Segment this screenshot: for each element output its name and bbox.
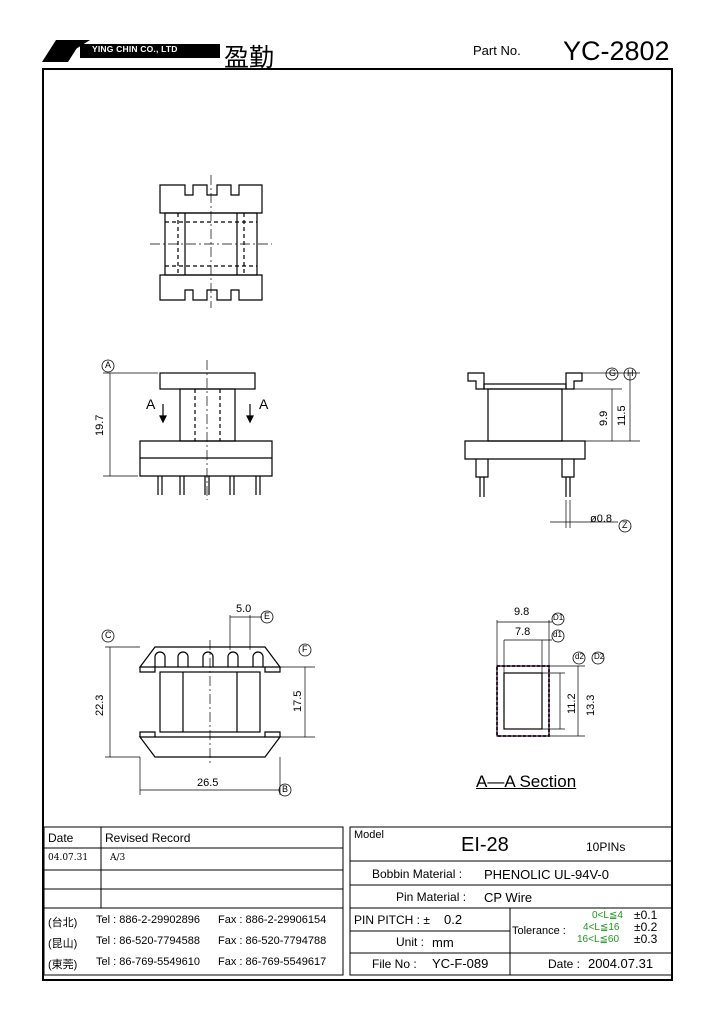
model-label: Model [354, 829, 384, 841]
tol-range: 16<L≦60 [577, 934, 620, 945]
rev-row-record: A/3 [110, 853, 126, 863]
bobbin-label: Bobbin Material : [372, 867, 463, 881]
contact-fax: Fax : 86-520-7794788 [218, 935, 327, 947]
pins-value: 10PINs [586, 840, 626, 854]
datum-b-label: B [282, 784, 289, 794]
part-no-value: YC-2802 [563, 36, 670, 66]
datum-d2-lower: d2 [575, 652, 584, 661]
bobbin-value: PHENOLIC UL-94V-0 [484, 867, 609, 882]
pin-material-label: Pin Material : [396, 890, 467, 904]
section-dims [496, 620, 585, 737]
datum-d1-lower: d1 [553, 630, 562, 639]
datum-f-label: F [302, 644, 308, 654]
datum-circles [101, 359, 637, 797]
company-logo [42, 40, 220, 62]
contact-city: (東莞) [48, 959, 78, 971]
datum-d2-upper: D2 [594, 652, 605, 661]
date-label: Date : [548, 957, 581, 971]
dim-11-5: 11.5 [616, 405, 628, 426]
pin-material-value: CP Wire [484, 890, 533, 905]
dim-11-2: 11.2 [566, 693, 578, 714]
datum-z-label: Z [622, 520, 628, 530]
dim-phi-0-8: ø0.8 [590, 513, 613, 525]
dim-5-0: 5.0 [236, 603, 252, 615]
section-title: A—A Section [476, 772, 577, 791]
file-value: YC-F-089 [432, 956, 489, 971]
contact-city: (台北) [48, 917, 78, 929]
datum-d1-upper: D1 [553, 613, 564, 622]
contact-city: (昆山) [48, 938, 78, 950]
dim-9-9: 9.9 [598, 410, 610, 426]
rev-date-header: Date [48, 831, 74, 845]
part-no-label: Part No. [473, 43, 521, 58]
pitch-label: PIN PITCH : ± [354, 913, 430, 927]
tol-range: 4<L≦16 [583, 922, 620, 933]
datum-a-label: A [105, 360, 112, 370]
dim-22-3: 22.3 [94, 694, 106, 716]
dim-26-5: 26.5 [197, 777, 219, 789]
unit-label: Unit : [396, 935, 425, 949]
contact-fax: Fax : 886-2-29906154 [218, 914, 327, 926]
dim-17-5: 17.5 [292, 690, 304, 712]
contact-tel: Tel : 86-520-7794588 [96, 935, 200, 947]
drawing-frame [42, 68, 673, 981]
front-dims [103, 372, 158, 477]
dim-7-8: 7.8 [515, 626, 531, 638]
contact-tel: Tel : 886-2-29902896 [96, 914, 200, 926]
contact-tel: Tel : 86-769-5549610 [96, 956, 200, 968]
front-view [139, 360, 273, 500]
rev-row-date: 04.07.31 [48, 853, 89, 863]
dim-13-3: 13.3 [585, 694, 597, 716]
top-view [150, 175, 272, 308]
company-name-cn: 盈勤 [224, 43, 275, 72]
title-block [43, 826, 673, 976]
file-label: File No : [372, 957, 417, 971]
dim-9-8: 9.8 [514, 606, 530, 618]
datum-h-label: H [627, 368, 634, 378]
rev-record-header: Revised Record [105, 831, 191, 845]
pitch-value: 0.2 [444, 912, 463, 927]
tol-value: ±0.1 [634, 908, 658, 922]
datum-g-label: G [609, 368, 617, 378]
tol-range: 0<L≦4 [592, 910, 623, 921]
date-value: 2004.07.31 [588, 956, 654, 971]
model-value: EI-28 [461, 834, 509, 856]
tol-value: ±0.2 [634, 920, 658, 934]
company-name-en: YING CHIN CO., LTD [92, 44, 178, 54]
bottom-dims [105, 615, 315, 795]
tolerance-label: Tolerance : [512, 925, 566, 937]
datum-e-label: E [264, 611, 271, 621]
section-arrow-right: A [259, 396, 269, 412]
side-dims [550, 372, 640, 528]
unit-value: mm [432, 935, 454, 950]
a-a-section [496, 665, 550, 737]
tol-value: ±0.3 [634, 932, 658, 946]
datum-c-label: C [105, 630, 112, 640]
contact-fax: Fax : 86-769-5549617 [218, 956, 327, 968]
bottom-view [138, 640, 282, 765]
dim-19-7: 19.7 [94, 414, 106, 436]
section-arrow-left: A [146, 396, 156, 412]
side-view [464, 372, 586, 497]
